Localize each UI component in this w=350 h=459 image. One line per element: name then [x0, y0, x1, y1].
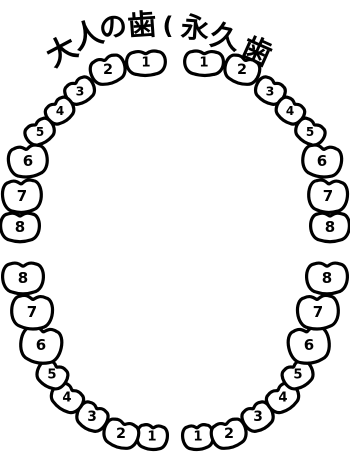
tooth-number: 8	[18, 269, 28, 287]
lower-right-tooth-8: 8	[307, 263, 348, 294]
tooth-number: 6	[304, 336, 314, 354]
title-char: 歯	[126, 7, 157, 43]
tooth-number: 7	[323, 187, 333, 205]
tooth-number: 1	[199, 56, 208, 71]
lower-left-tooth-8: 8	[3, 263, 44, 294]
tooth-number: 8	[15, 218, 25, 236]
upper-right-tooth-1: 1	[184, 51, 224, 76]
tooth-number: 5	[47, 368, 56, 383]
tooth-number: 3	[266, 84, 275, 99]
tooth-number: 3	[87, 409, 97, 425]
tooth-number: 1	[141, 56, 150, 71]
tooth-number: 7	[313, 303, 323, 321]
tooth-number: 1	[193, 430, 202, 445]
tooth-number: 4	[278, 391, 287, 406]
tooth-number: 5	[293, 368, 302, 383]
title-char: (	[163, 12, 174, 40]
lower-right-tooth-7: 7	[297, 295, 340, 331]
lower-left-tooth-1: 1	[135, 424, 168, 451]
tooth-number: 1	[147, 430, 156, 445]
tooth-number: 4	[286, 104, 294, 118]
tooth-number: 4	[56, 104, 64, 118]
upper-right-tooth-8: 8	[311, 213, 350, 242]
tooth-number: 2	[103, 62, 113, 78]
tooth-number: 7	[27, 303, 37, 321]
tooth-number: 8	[322, 269, 332, 287]
tooth-number: 5	[306, 125, 314, 139]
tooth-number: 6	[23, 152, 33, 170]
upper-right-tooth-6: 6	[301, 143, 344, 179]
tooth-number: 2	[237, 62, 247, 78]
tooth-number: 2	[116, 426, 126, 442]
lower-left-tooth-7: 7	[10, 295, 53, 331]
upper-left-tooth-7: 7	[2, 179, 43, 213]
tooth-number: 5	[36, 125, 44, 139]
title-char: 永	[180, 11, 210, 46]
tooth-number: 3	[253, 409, 263, 425]
lower-right-tooth-1: 1	[182, 424, 215, 451]
tooth-number: 7	[17, 187, 27, 205]
tooth-number: 6	[36, 336, 46, 354]
tooth-number: 4	[62, 391, 71, 406]
upper-left-tooth-6: 6	[7, 143, 50, 179]
tooth-number: 2	[224, 426, 234, 442]
upper-left-tooth-8: 8	[1, 213, 40, 242]
title-char: の	[96, 8, 129, 45]
tooth-number: 8	[325, 218, 335, 236]
upper-right-tooth-7: 7	[308, 179, 349, 213]
lower-left-tooth-6: 6	[18, 325, 64, 367]
lower-right-tooth-6: 6	[286, 325, 332, 367]
tooth-number: 3	[76, 84, 85, 99]
tooth-number: 6	[317, 152, 327, 170]
upper-left-tooth-1: 1	[126, 51, 166, 76]
